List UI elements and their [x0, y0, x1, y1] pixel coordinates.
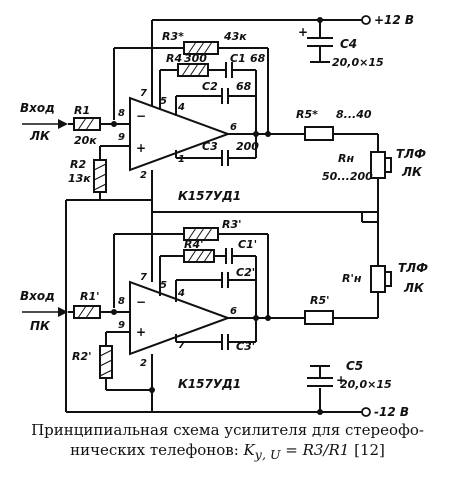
- positive-supply-rail: +12 В: [151, 13, 414, 118]
- phone-left-label: ТЛФ: [396, 147, 426, 161]
- c2-value: 68: [236, 80, 252, 93]
- r2-prime-name: R2': [72, 350, 92, 363]
- negative-supply-label: -12 В: [374, 405, 409, 419]
- opamp-top-pin-1: 1: [178, 154, 185, 165]
- r4-prime-name: R4': [184, 238, 204, 251]
- opamp-bottom-pin-2: 2: [140, 358, 147, 369]
- c2-prime-name: C2': [236, 266, 255, 279]
- c1-value: 68: [250, 52, 266, 65]
- r4-name: R4: [166, 52, 182, 65]
- r1-name: R1: [74, 104, 90, 117]
- top-input: Вход ЛК R1 20к R2 13к: [20, 101, 130, 200]
- c5-polarity-mark: +: [336, 373, 346, 387]
- caption-line-2: нических телефонов: Kу, U = R3/R1 [12]: [0, 440, 455, 465]
- capacitor-c5: + C5 20,0×15: [307, 359, 392, 391]
- opamp-bottom-pin-1: 7: [178, 340, 185, 351]
- r3-prime-name: R3': [222, 218, 242, 231]
- opamp-bottom-pin-9: 9: [118, 320, 125, 331]
- c3-name: C3: [202, 140, 218, 153]
- c4-polarity-mark: +: [298, 25, 308, 39]
- opamp-bottom-pin-6: 6: [230, 306, 237, 317]
- resistor-r4-prime: [183, 249, 215, 263]
- opamp-top-pin-7: 7: [140, 88, 147, 99]
- opamp-bottom-label: К157УД1: [178, 377, 241, 391]
- r5-value: 8...40: [336, 108, 372, 121]
- c1-prime-name: C1': [238, 238, 257, 251]
- formula-subscript: у, U: [254, 447, 281, 462]
- r3-name: R3*: [162, 30, 184, 43]
- bottom-input-label: Вход: [20, 289, 55, 303]
- caption-reference: [12]: [354, 441, 385, 459]
- top-input-label: Вход: [20, 101, 55, 115]
- resistor-r4: [177, 63, 209, 77]
- c4-name: C4: [340, 37, 357, 51]
- phone-right-channel: ЛК: [403, 281, 425, 295]
- r5-prime-name: R5': [310, 294, 330, 307]
- caption-formula: Kу, U = R3/R1: [243, 441, 350, 462]
- phone-right-label: ТЛФ: [398, 261, 428, 275]
- top-output: R5* 8...40 Rн 50...200 ТЛФ ЛК: [296, 108, 426, 222]
- figure-caption: Принципиальная схема усилителя для стере…: [0, 420, 455, 465]
- opamp-top-pin-8: 8: [118, 108, 125, 119]
- opamp-top: − + 7 8 9 5 4 6 1 2 К157УД1: [118, 88, 241, 203]
- headphone-right: [370, 265, 386, 293]
- opamp-top-pin-4: 4: [177, 102, 185, 113]
- bottom-input: Вход ПК R1' R2': [20, 212, 155, 412]
- c4-value: 20,0×15: [332, 56, 384, 69]
- negative-supply-rail: -12 В: [317, 388, 409, 419]
- top-feedback-network: R3* 43к R4 300 C1 68 C2 68 C3 200: [113, 30, 305, 166]
- c3-value: 200: [236, 140, 259, 153]
- opamp-bottom-pin-4: 4: [177, 288, 185, 299]
- c5-name: C5: [346, 359, 363, 373]
- opamp-bottom-pin-5: 5: [160, 280, 167, 291]
- r5-name: R5*: [296, 108, 318, 121]
- r2-value: 13к: [68, 172, 91, 185]
- caption-line-2-text: нических телефонов:: [70, 441, 239, 459]
- positive-supply-terminal: [361, 15, 371, 25]
- caption-line-1: Принципиальная схема усилителя для стере…: [31, 421, 424, 439]
- opamp-top-label: К157УД1: [178, 189, 241, 203]
- opamp-bottom: − + 7 8 9 5 4 6 7 2 К157УД1: [118, 272, 241, 391]
- bottom-output: R5' R'н ТЛФ ЛК: [304, 222, 428, 325]
- r3-value: 43к: [223, 30, 247, 43]
- r1-prime-name: R1': [80, 290, 100, 303]
- resistor-r5-prime: [304, 310, 334, 325]
- opamp-bottom-minus: −: [136, 295, 146, 309]
- c2-name: C2: [202, 80, 218, 93]
- r2-name: R2: [70, 158, 86, 171]
- formula-ratio: = R3/R1: [280, 441, 350, 459]
- r4-value: 300: [184, 52, 207, 65]
- opamp-top-pin-6: 6: [230, 122, 237, 133]
- capacitor-c4: + C4 20,0×15: [298, 25, 384, 69]
- opamp-top-plus: +: [136, 141, 146, 155]
- c5-value: 20,0×15: [340, 378, 392, 391]
- positive-supply-label: +12 В: [374, 13, 414, 27]
- top-input-channel: ЛК: [29, 129, 51, 143]
- rh-value: 50...200: [322, 170, 373, 183]
- headphone-left: [370, 151, 386, 179]
- resistor-r5: [304, 126, 334, 141]
- opamp-top-pin-5: 5: [160, 96, 167, 107]
- ground-bus: [65, 170, 378, 413]
- formula-k: K: [243, 441, 255, 459]
- c3-prime-name: C3': [236, 340, 255, 353]
- negative-supply-terminal: [361, 407, 371, 417]
- rh-name: Rн: [338, 152, 354, 165]
- opamp-top-pin-9: 9: [118, 132, 125, 143]
- opamp-bottom-pin-8: 8: [118, 296, 125, 307]
- opamp-top-pin-2: 2: [140, 170, 147, 181]
- c1-name: C1: [230, 52, 246, 65]
- opamp-bottom-plus: +: [136, 325, 146, 339]
- bottom-feedback-network: R3' R4' C1' C2' C3': [113, 218, 305, 353]
- opamp-bottom-pin-7: 7: [140, 272, 147, 283]
- opamp-top-minus: −: [136, 109, 146, 123]
- rh-prime-name: R'н: [342, 272, 362, 285]
- bottom-input-channel: ПК: [30, 319, 51, 333]
- r1-value: 20к: [74, 134, 97, 147]
- phone-left-channel: ЛК: [401, 165, 423, 179]
